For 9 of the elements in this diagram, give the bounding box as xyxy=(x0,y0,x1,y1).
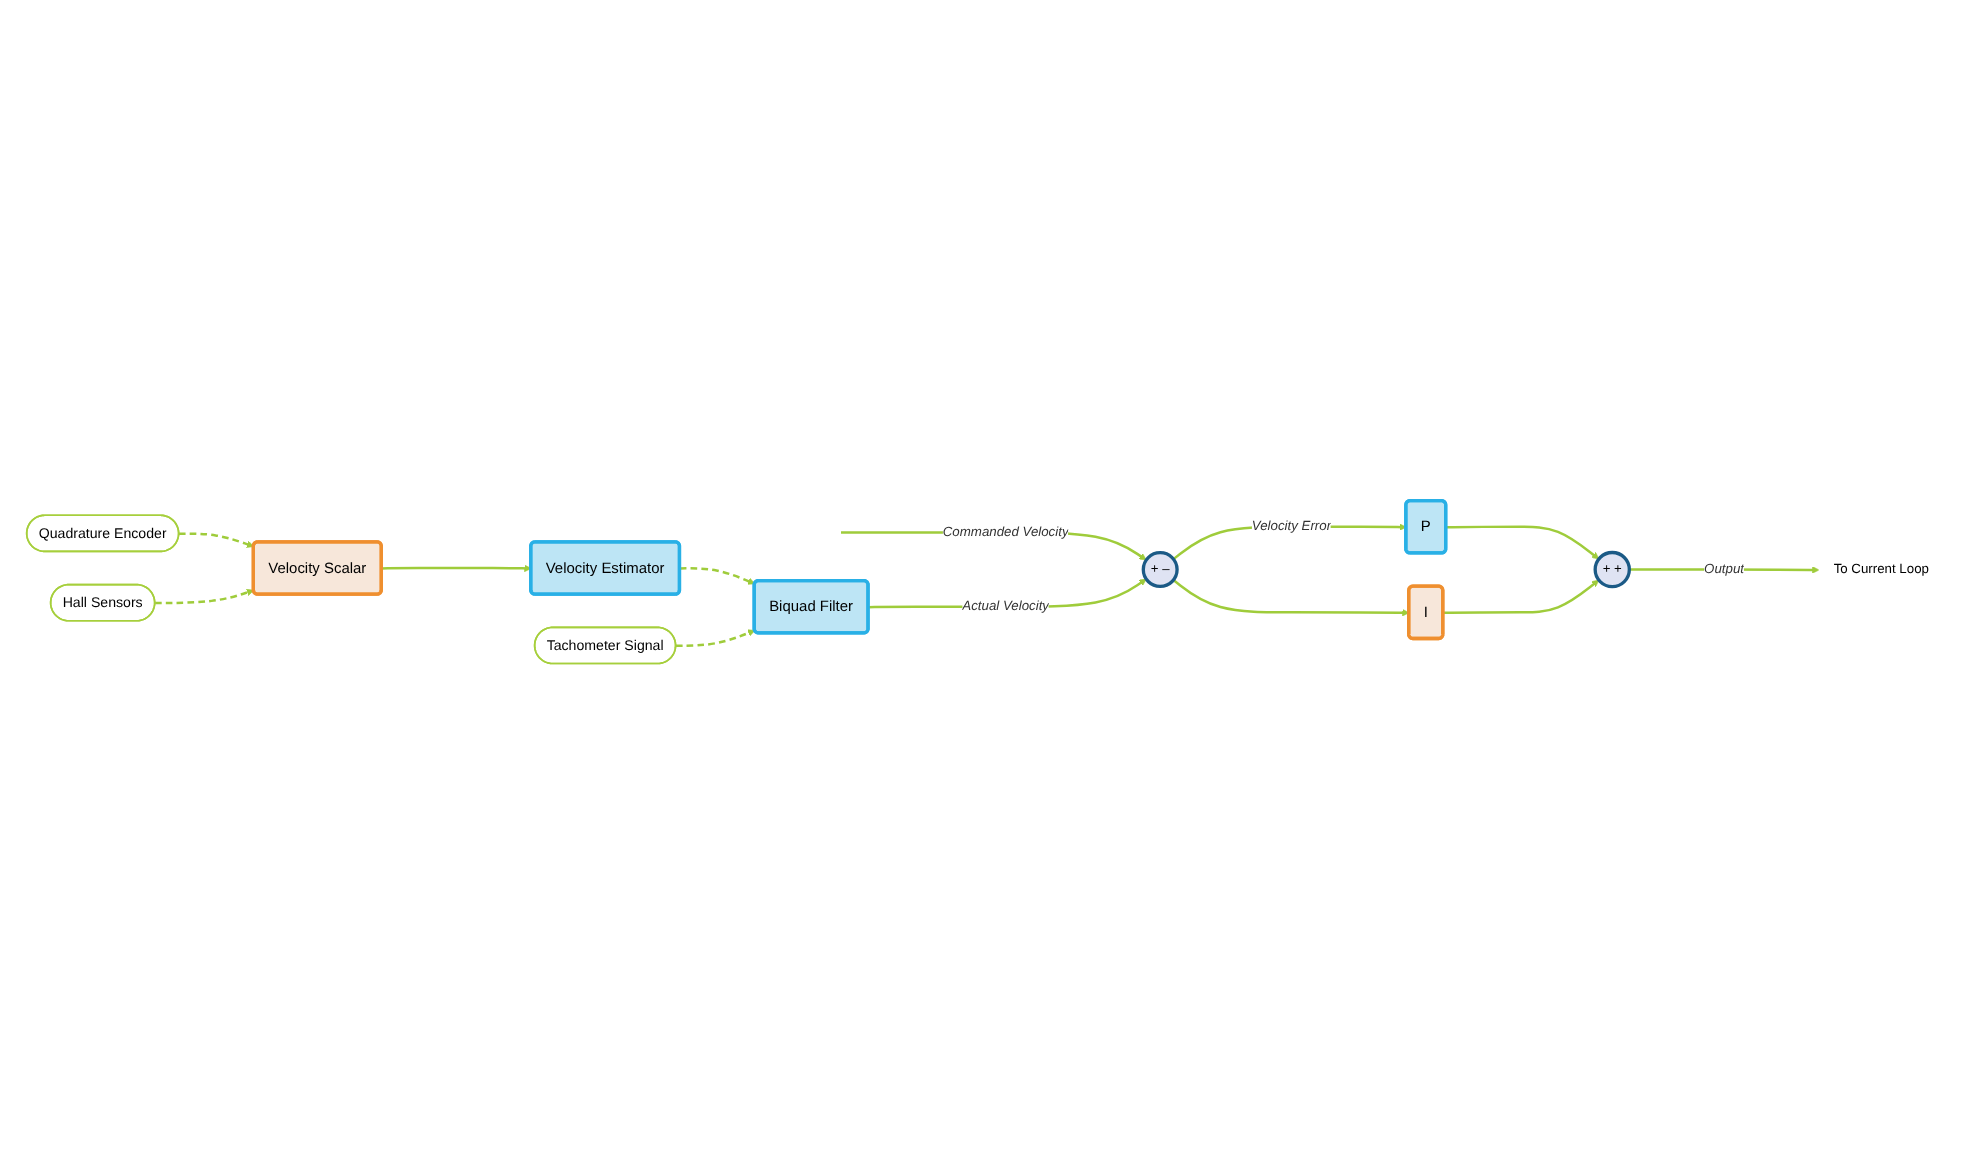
arrow xyxy=(1629,567,1820,575)
arrow xyxy=(675,630,755,648)
arrow xyxy=(381,565,532,573)
arrow xyxy=(178,533,254,549)
arrow xyxy=(1172,579,1410,618)
arrow xyxy=(1445,526,1599,561)
arrow xyxy=(154,589,254,606)
arrow xyxy=(679,568,755,586)
arrow xyxy=(1442,580,1599,615)
